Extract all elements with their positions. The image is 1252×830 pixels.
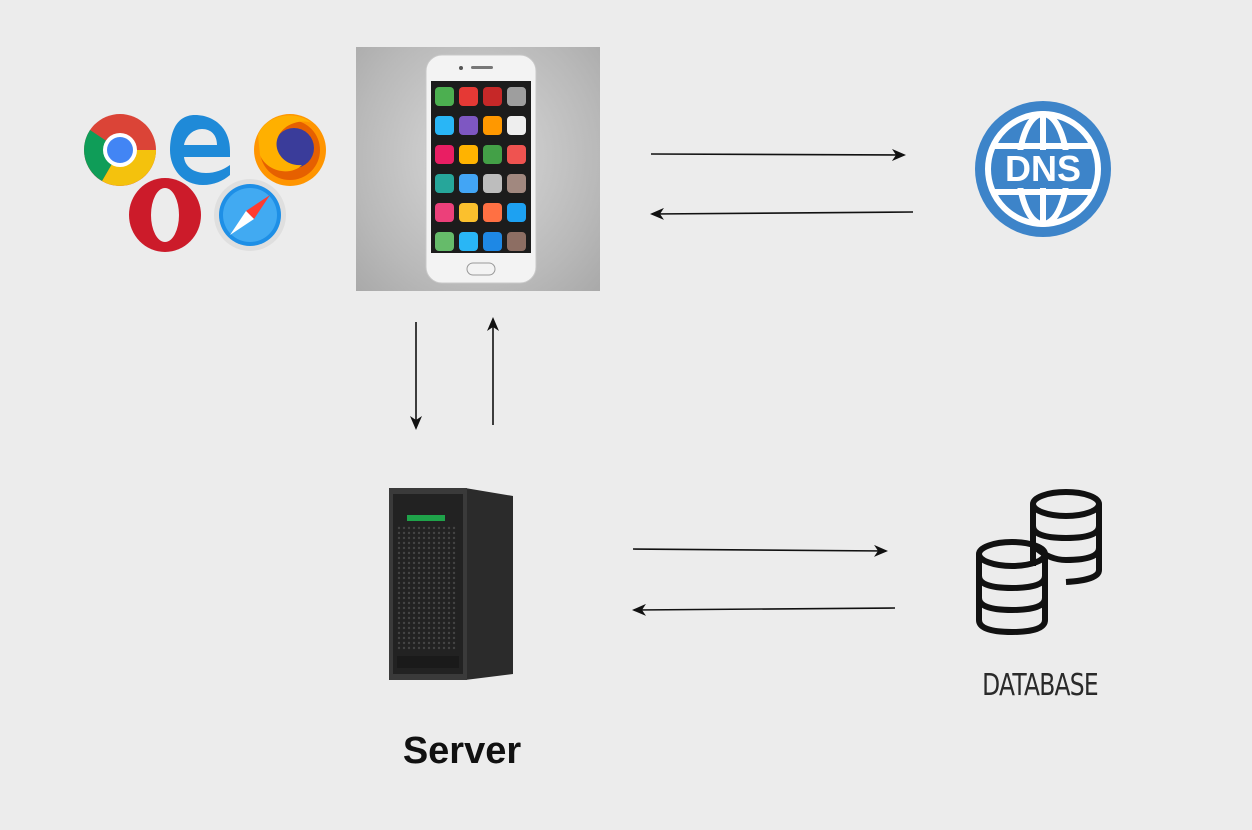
- app-icon: [435, 145, 454, 164]
- smartphone-node: [356, 47, 600, 291]
- database-cylinder-front: [976, 539, 1048, 636]
- safari-icon: [214, 179, 286, 251]
- edge-icon: [170, 115, 230, 185]
- app-icon: [483, 145, 502, 164]
- app-icon: [483, 203, 502, 222]
- app-icon: [507, 174, 526, 193]
- app-icon: [483, 174, 502, 193]
- app-icon: [483, 116, 502, 135]
- dns-badge-text: DNS: [1005, 148, 1081, 189]
- chrome-icon: [83, 114, 156, 186]
- firefox-icon: [254, 114, 326, 186]
- app-icon: [459, 203, 478, 222]
- app-icon: [435, 232, 454, 251]
- dns-globe-icon: DNS: [975, 101, 1111, 237]
- app-icon: [507, 232, 526, 251]
- server-tower-icon: [389, 488, 513, 680]
- app-icon: [435, 87, 454, 106]
- app-icon: [459, 174, 478, 193]
- server-label: Server: [402, 730, 522, 772]
- app-icon: [483, 87, 502, 106]
- arrow-dns-to-phone: [650, 207, 914, 220]
- app-icon: [507, 145, 526, 164]
- app-icon: [459, 87, 478, 106]
- database-label: DATABASE: [982, 668, 1099, 703]
- opera-icon: [129, 178, 201, 252]
- app-icon: [435, 174, 454, 193]
- browser-icons-cluster: [83, 114, 326, 252]
- app-icon: [435, 203, 454, 222]
- database-icon: [976, 489, 1102, 636]
- server-grille: [397, 526, 456, 650]
- app-icon: [459, 232, 478, 251]
- app-icon: [435, 116, 454, 135]
- app-icon: [507, 87, 526, 106]
- arrow-phone-to-dns: [650, 148, 906, 161]
- app-icon: [507, 203, 526, 222]
- app-icon: [483, 232, 502, 251]
- app-icon: [459, 145, 478, 164]
- app-icon: [507, 116, 526, 135]
- app-icon: [459, 116, 478, 135]
- arrow-database-to-server: [632, 603, 896, 616]
- smartphone-icon: [425, 54, 537, 284]
- arrow-server-to-database: [632, 544, 888, 557]
- app-grid: [435, 87, 526, 251]
